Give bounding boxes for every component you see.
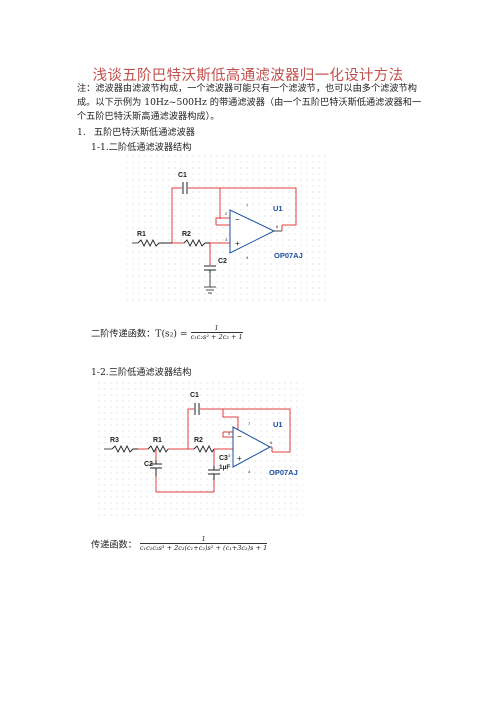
tf1-label: 二阶传递函数：T(s₂) = [91,328,188,340]
pin-2: 2 [225,211,228,216]
tf1-numerator: 1 [190,324,243,333]
black-wires [132,242,216,294]
pin-6: 6 [270,440,273,445]
tf2-denominator: c₁c₂c₃s³ + 2c₃(c₁+c₂)s² + (c₁+3c₃)s + 1 [139,544,268,552]
tf2-label: 传递函数： [91,539,137,551]
intro-note: 注：滤波器由滤波节构成，一个滤波器可能只有一个滤波节，也可以由多个滤波节构成。以… [77,83,422,123]
svg-text:+: + [237,454,242,463]
tf2-numerator: 1 [139,535,268,544]
capacitor-c2 [204,265,216,273]
opamp-u1 [232,426,272,468]
pin-4: 4 [248,469,251,474]
section-number: 1. [77,127,86,138]
section-heading-1: 1. 五阶巴特沃斯低通滤波器 [77,124,195,138]
c3-value: 1µF [219,464,230,471]
tf1-denominator: c₁c₂s² + 2c₂ + 1 [190,333,243,341]
r1-label: R1 [153,437,162,444]
svg-text:+: + [235,239,240,248]
transfer-function-3rd: 传递函数： 1 c₁c₂c₃s³ + 2c₃(c₁+c₂)s² + (c₁+3c… [91,535,268,552]
subsection-1-2: 1-2.三阶低通滤波器结构 [91,367,192,378]
section-label: 五阶巴特沃斯低通滤波器 [93,127,195,138]
r1-label: R1 [137,231,146,238]
resistor-r1 [137,238,172,248]
tf1-fraction: 1 c₁c₂s² + 2c₂ + 1 [190,324,243,341]
capacitor-c1 [182,182,188,194]
wires [171,187,297,265]
capacitor-c2 [150,460,162,476]
c1-label: C1 [190,392,199,399]
c2-label: C2 [144,461,153,468]
schematic-second-order: C1 R1 R2 C2 − + 2 3 6 7 4 U1 OP07AJ [126,155,326,305]
pin-6: 6 [276,224,279,229]
u1-label: U1 [273,420,283,429]
pin-3: 3 [228,453,231,458]
resistor-r2 [193,444,215,454]
u1-label: U1 [273,204,283,213]
pin-4: 4 [246,255,249,260]
r2-label: R2 [194,437,203,444]
c1-label: C1 [178,172,187,179]
schematic-third-order: C1 R3 R1 R2 C2 C3 1µF − + [98,382,303,517]
capacitor-c3 [208,466,220,480]
pin-7: 7 [246,203,249,208]
r3-label: R3 [110,437,119,444]
c2-label: C2 [218,258,227,265]
pin-7: 7 [248,421,251,426]
svg-text:−: − [235,215,240,224]
tf2-fraction: 1 c₁c₂c₃s³ + 2c₃(c₁+c₂)s² + (c₁+3c₃)s + … [139,535,268,552]
wires [138,408,291,493]
resistor-r3 [111,444,138,454]
svg-text:−: − [237,432,242,441]
r2-label: R2 [182,231,191,238]
c3-label: C3 [219,455,228,462]
resistor-r1 [147,444,169,454]
part-label: OP07AJ [274,251,303,260]
part-label: OP07AJ [269,468,298,477]
pin-3: 3 [225,237,228,242]
pin-2: 2 [228,431,231,436]
opamp-u1 [229,209,276,254]
document-title: 浅谈五阶巴特沃斯低高通滤波器归一化设计方法 [92,68,404,84]
capacitor-c1 [194,403,200,415]
grid-background [126,155,326,305]
resistor-r2 [183,238,210,248]
subsection-1-1: 1-1.二阶低通滤波器结构 [91,142,192,153]
transfer-function-2nd: 二阶传递函数：T(s₂) = 1 c₁c₂s² + 2c₂ + 1 [91,324,243,341]
